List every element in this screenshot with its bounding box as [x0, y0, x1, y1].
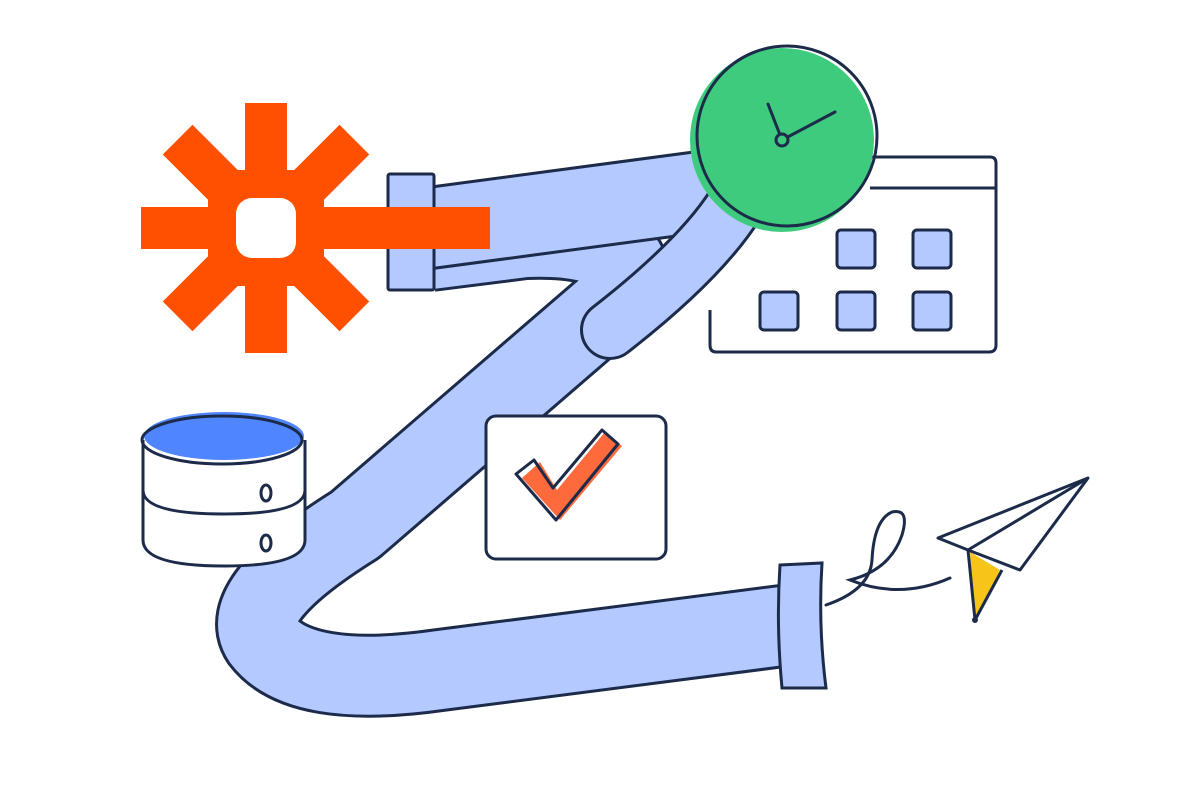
pipe-fill: [218, 198, 795, 715]
paper-plane-icon: [936, 476, 1090, 623]
calendar-day-cell: [911, 228, 953, 270]
database-indicator: [259, 483, 273, 503]
checkmark-outline: [514, 428, 620, 522]
calendar-day-cell: [835, 290, 877, 332]
checkmark-fill: [522, 432, 622, 520]
database-indicator: [259, 533, 273, 553]
clock-minute-hand: [780, 110, 837, 142]
calendar-day-cell: [758, 290, 800, 332]
zapier-asterisk-logo-icon: [141, 103, 490, 353]
calendar-icon: [708, 155, 998, 354]
pipe-diagonal-fill: [583, 178, 762, 357]
calendar-day-cell: [911, 290, 953, 332]
pipe-coupler-right: [776, 561, 828, 690]
database-icon: [140, 412, 307, 568]
clock-icon: [690, 44, 879, 232]
calendar-day-cell: [835, 228, 877, 270]
paper-plane-trail: [824, 509, 952, 607]
checkbox-checked-icon: [484, 414, 668, 561]
